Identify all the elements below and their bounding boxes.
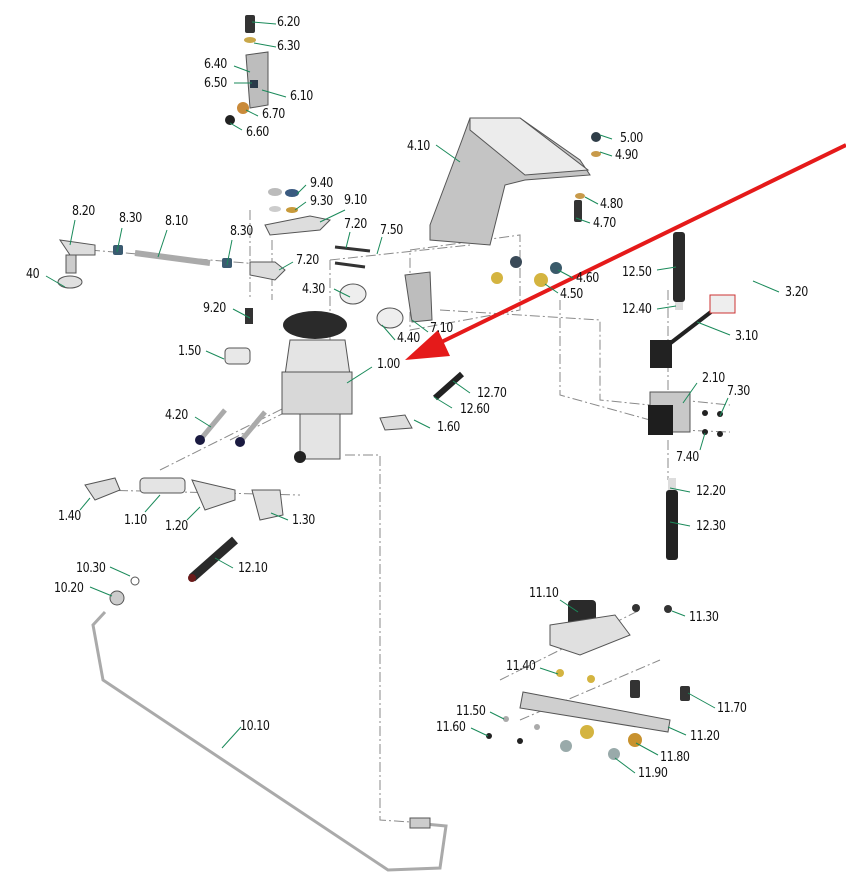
callout-12-20: 12.20 bbox=[696, 484, 726, 499]
callout-8-10: 8.10 bbox=[165, 214, 188, 229]
callout-4-50: 4.50 bbox=[560, 287, 583, 302]
callout-6-50: 6.50 bbox=[204, 76, 227, 91]
callout-11-40: 11.40 bbox=[506, 659, 536, 674]
callout-12-10: 12.10 bbox=[238, 561, 268, 576]
callout-9-20: 9.20 bbox=[203, 301, 226, 316]
callout-7-30: 7.30 bbox=[727, 384, 750, 399]
part-4-10-mounting-bracket bbox=[429, 117, 601, 287]
callout-9-40: 9.40 bbox=[310, 176, 333, 191]
callout-6-10: 6.10 bbox=[290, 89, 313, 104]
callout-11-70: 11.70 bbox=[717, 701, 747, 716]
callout-2-10: 2.10 bbox=[702, 371, 725, 386]
part-1-fittings bbox=[84, 477, 284, 582]
callout-10-20: 10.20 bbox=[54, 581, 84, 596]
callout-8-30: 8.30 bbox=[119, 211, 142, 226]
callout-12-70: 12.70 bbox=[477, 386, 507, 401]
callout-6-20: 6.20 bbox=[277, 15, 300, 30]
callout-3-10: 3.10 bbox=[735, 329, 758, 344]
callout-1-30: 1.30 bbox=[292, 513, 315, 528]
callout-4-40: 4.40 bbox=[397, 331, 420, 346]
callout-3-20: 3.20 bbox=[785, 285, 808, 300]
callout-7-10: 7.10 bbox=[430, 321, 453, 336]
callout-6-60: 6.60 bbox=[246, 125, 269, 140]
callout-11-90: 11.90 bbox=[638, 766, 668, 781]
callout-4-10: 4.10 bbox=[407, 139, 430, 154]
part-7-10-bracket bbox=[404, 271, 433, 323]
callout-4-20: 4.20 bbox=[165, 408, 188, 423]
part-8-linkage bbox=[57, 239, 371, 289]
part-2-solenoid bbox=[648, 232, 736, 560]
part-1-00-valve bbox=[195, 283, 464, 463]
callout-5-00: 5.00 bbox=[620, 131, 643, 146]
callout-4-80: 4.80 bbox=[600, 197, 623, 212]
callout-1-20: 1.20 bbox=[165, 519, 188, 534]
callout-11-60: 11.60 bbox=[436, 720, 466, 735]
callout-12-60: 12.60 bbox=[460, 402, 490, 417]
callout-8-30-second: 8.30 bbox=[230, 224, 253, 239]
callout-7-40: 7.40 bbox=[676, 450, 699, 465]
callout-1-50: 1.50 bbox=[178, 344, 201, 359]
callout-1-10: 1.10 bbox=[124, 513, 147, 528]
callout-7-20-second: 7.20 bbox=[296, 253, 319, 268]
callout-9-10: 9.10 bbox=[344, 193, 367, 208]
callout-11-30: 11.30 bbox=[689, 610, 719, 625]
callout-6-70: 6.70 bbox=[262, 107, 285, 122]
callout-7-20: 7.20 bbox=[344, 217, 367, 232]
callout-4-90: 4.90 bbox=[615, 148, 638, 163]
leader-lines bbox=[45, 21, 780, 774]
callout-11-10: 11.10 bbox=[529, 586, 559, 601]
callout-4-60: 4.60 bbox=[576, 271, 599, 286]
callout-40: 40 bbox=[26, 267, 40, 282]
part-6-bracket bbox=[225, 15, 269, 125]
part-9-plate bbox=[245, 188, 332, 324]
callout-12-40: 12.40 bbox=[622, 302, 652, 317]
callout-1-60: 1.60 bbox=[437, 420, 460, 435]
callout-10-10: 10.10 bbox=[240, 719, 270, 734]
callout-12-30: 12.30 bbox=[696, 519, 726, 534]
callout-1-40: 1.40 bbox=[58, 509, 81, 524]
callout-4-30: 4.30 bbox=[302, 282, 325, 297]
callout-8-20: 8.20 bbox=[72, 204, 95, 219]
callout-4-70: 4.70 bbox=[593, 216, 616, 231]
callout-11-20: 11.20 bbox=[690, 729, 720, 744]
callout-10-30: 10.30 bbox=[76, 561, 106, 576]
callout-9-30: 9.30 bbox=[310, 194, 333, 209]
callout-6-30: 6.30 bbox=[277, 39, 300, 54]
callout-12-50: 12.50 bbox=[622, 265, 652, 280]
callout-6-40: 6.40 bbox=[204, 57, 227, 72]
callout-11-50: 11.50 bbox=[456, 704, 486, 719]
part-11-filter-assembly bbox=[486, 600, 690, 760]
part-10-pipe bbox=[91, 576, 448, 872]
pointer-arrow bbox=[405, 143, 846, 360]
callout-7-50: 7.50 bbox=[380, 223, 403, 238]
callout-11-80: 11.80 bbox=[660, 750, 690, 765]
callout-1-00: 1.00 bbox=[377, 357, 400, 372]
